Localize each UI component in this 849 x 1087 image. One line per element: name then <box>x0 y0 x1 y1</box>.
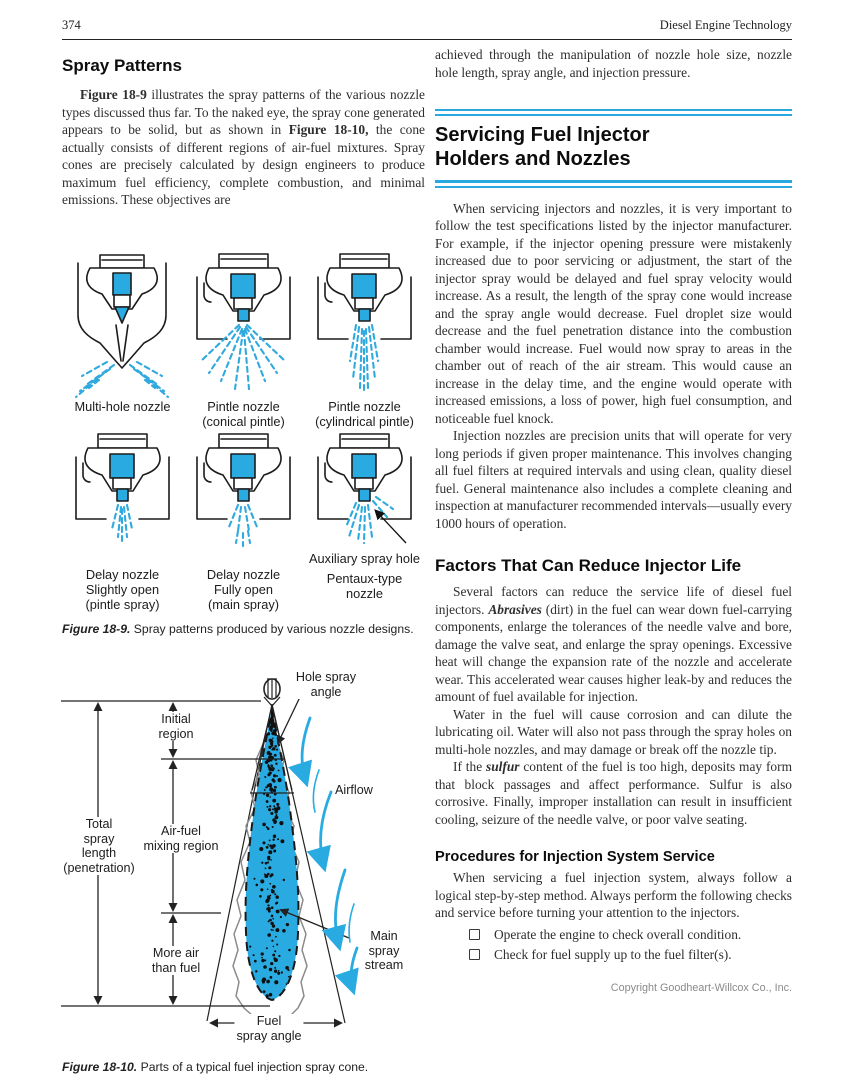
hole-spray-angle-pointer <box>276 696 301 745</box>
pintle-conical-nozzle-diagram <box>196 252 291 390</box>
pintle-cylindrical-nozzle-diagram <box>317 252 412 394</box>
heading-factors: Factors That Can Reduce Injector Life <box>435 556 742 576</box>
main-spray-stream-label: Main spray stream <box>362 929 406 973</box>
figure-label: Delay nozzle Fully open (main spray) <box>206 566 281 612</box>
figure-cell-pintle-conical: Pintle nozzle (conical pintle) <box>183 249 304 429</box>
figure-18-9-caption: Figure 18-9. Spray patterns produced by … <box>62 621 414 636</box>
page-number: 374 <box>62 18 81 32</box>
spray-cone-diagram <box>61 678 359 1028</box>
figure-18-10: Hole spray angle Initial region Airflow … <box>57 652 425 1050</box>
intro-paragraph: achieved through the manipulation of noz… <box>435 47 792 80</box>
auxiliary-spray-hole-label: Auxiliary spray hole <box>309 550 420 566</box>
figure-cell-delay-full: Delay nozzle Fully open (main spray) <box>183 429 304 612</box>
heading-servicing-fuel-injector: Servicing Fuel Injector Holders and Nozz… <box>435 124 650 171</box>
delay-nozzle-full-diagram <box>196 432 291 547</box>
heading-procedures: Procedures for Injection System Service <box>435 849 715 866</box>
figure-label: Pentaux-type nozzle <box>326 570 403 601</box>
servicing-paragraph-2: Injection nozzles are precision units th… <box>435 428 792 531</box>
main-spray-plume <box>244 707 300 1002</box>
figure-label: Multi-hole nozzle <box>74 398 171 414</box>
figure-18-9: Multi-hole nozzle Pintle nozzle (conical… <box>62 249 425 637</box>
checklist-item: Check for fuel supply up to the fuel fil… <box>469 946 792 964</box>
servicing-paragraph-1: When servicing injectors and nozzles, it… <box>435 200 792 426</box>
figure-label: Delay nozzle Slightly open (pintle spray… <box>85 566 160 612</box>
total-spray-length-label: Total spray length (penetration) <box>61 817 137 875</box>
section-rule-bottom <box>435 180 792 183</box>
checkbox-icon <box>469 928 480 940</box>
delay-nozzle-slight-diagram <box>75 432 170 542</box>
initial-region-label: Initial region <box>156 712 196 741</box>
section-rule-top <box>435 109 792 112</box>
figure-label: Pintle nozzle (conical pintle) <box>202 398 285 429</box>
fuel-spray-angle-label: Fuel spray angle <box>234 1014 304 1043</box>
factors-paragraph-2: Water in the fuel will cause corrosion a… <box>435 706 792 757</box>
copyright-notice: Copyright Goodheart-Willcox Co., Inc. <box>610 981 792 994</box>
figure-18-10-caption: Figure 18-10. Parts of a typical fuel in… <box>62 1060 369 1074</box>
figure-cell-delay-slight: Delay nozzle Slightly open (pintle spray… <box>62 429 183 612</box>
procedures-paragraph: When servicing a fuel injection system, … <box>435 870 792 921</box>
air-fuel-mixing-label: Air-fuel mixing region <box>141 824 221 853</box>
section-servicing: Servicing Fuel Injector Holders and Nozz… <box>435 109 792 188</box>
airflow-label: Airflow <box>333 783 375 798</box>
auxiliary-hole-arrow <box>374 508 407 543</box>
header-rule <box>62 39 792 40</box>
figure-cell-pintle-cylindrical: Pintle nozzle (cylindrical pintle) <box>304 249 425 429</box>
spray-patterns-paragraph: Figure 18-9 illustrates the spray patter… <box>62 87 425 207</box>
section-rule-bottom-2 <box>435 185 792 188</box>
hole-spray-angle-label: Hole spray angle <box>293 670 359 699</box>
left-column: Spray Patterns Figure 18-9 illustrates t… <box>61 46 425 1075</box>
checkbox-icon <box>469 949 480 961</box>
right-column: achieved through the manipulation of noz… <box>435 46 792 1075</box>
airflow-arrows <box>288 716 359 996</box>
checklist-item-text: Operate the engine to check overall cond… <box>494 926 742 942</box>
heading-spray-patterns: Spray Patterns <box>62 56 182 75</box>
multi-hole-nozzle-diagram <box>74 253 170 398</box>
factors-paragraph-1: Several factors can reduce the service l… <box>435 584 792 705</box>
figure-cell-pentaux: Auxiliary spray hole Pentaux-type nozzle <box>304 429 425 612</box>
fuel-droplet-speckles <box>249 710 299 998</box>
more-air-label: More air than fuel <box>149 946 203 975</box>
figure-cell-multi-hole: Multi-hole nozzle <box>62 249 183 429</box>
checklist: Operate the engine to check overall cond… <box>435 926 792 964</box>
running-head: Diesel Engine Technology <box>659 18 792 32</box>
page-header: 374 Diesel Engine Technology <box>62 18 792 33</box>
figure-label: Pintle nozzle (cylindrical pintle) <box>315 398 414 429</box>
factors-paragraph-3: If the sulfur content of the fuel is too… <box>435 759 792 827</box>
checklist-item: Operate the engine to check overall cond… <box>469 926 792 944</box>
section-rule-top-2 <box>435 114 792 117</box>
pentaux-nozzle-diagram <box>317 432 412 544</box>
checklist-item-text: Check for fuel supply up to the fuel fil… <box>494 947 732 963</box>
